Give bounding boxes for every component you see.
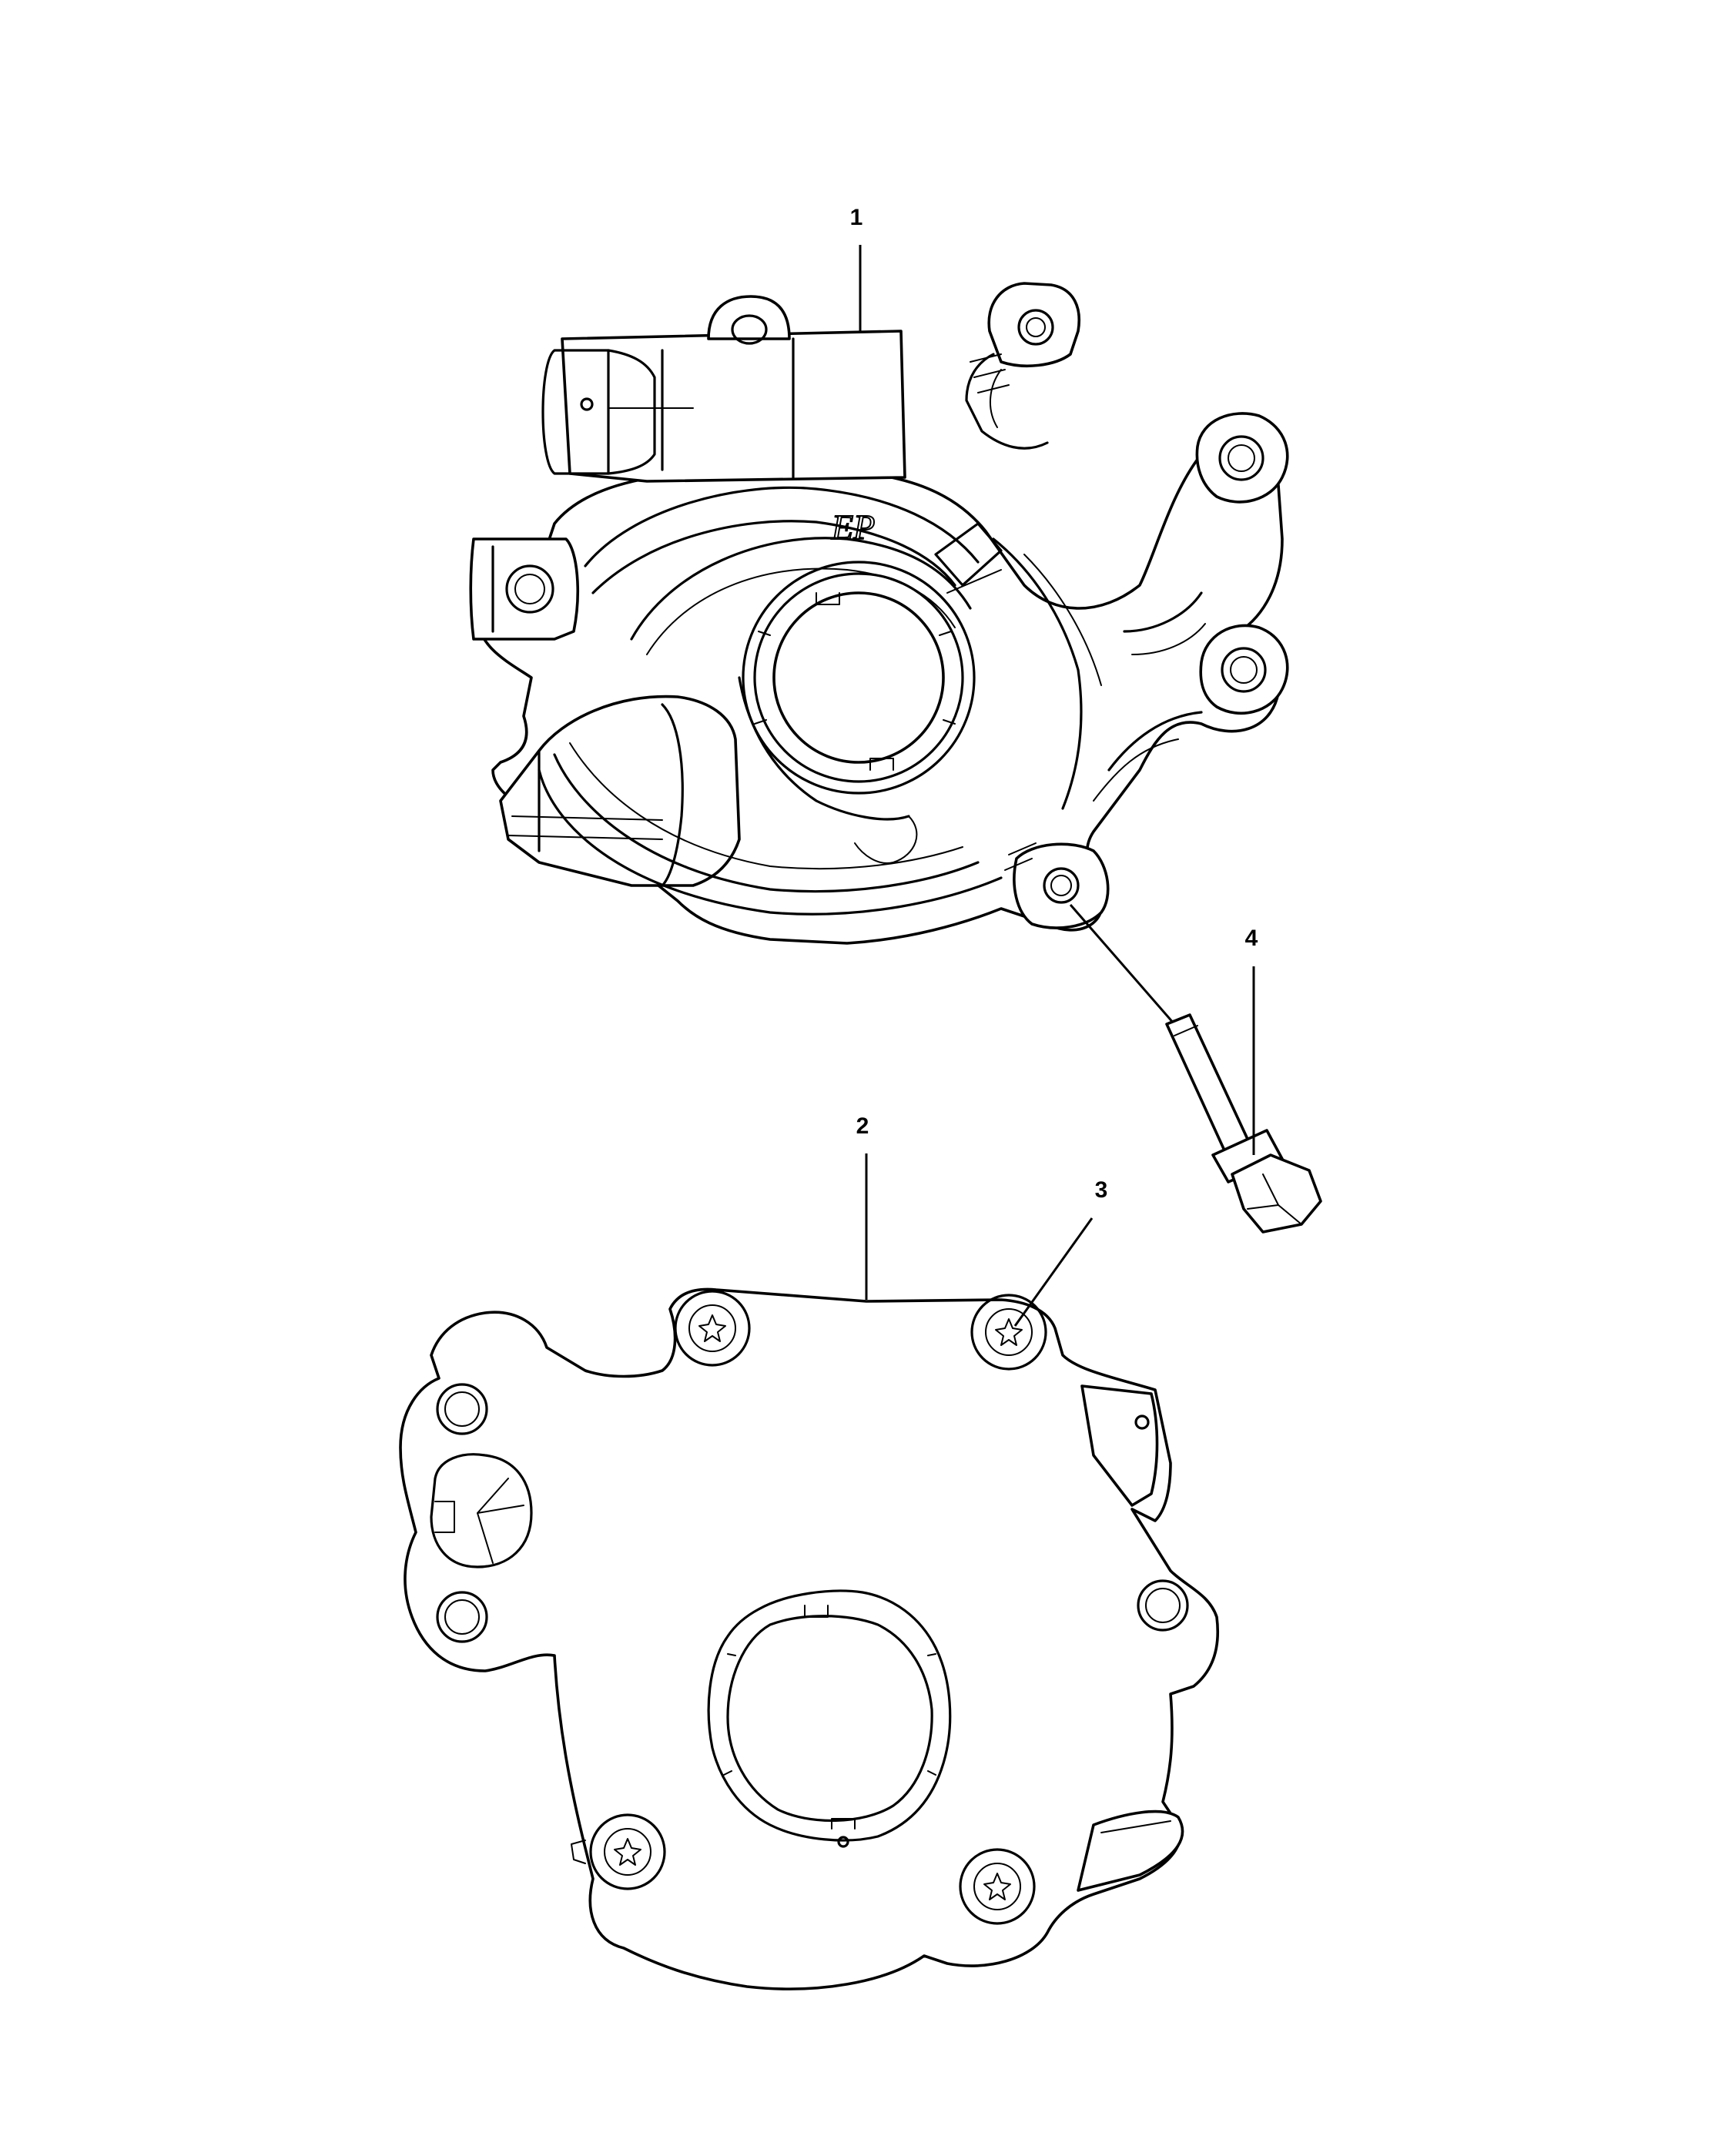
callout-label: 2	[856, 1113, 869, 1139]
callout-3: 3	[1013, 1177, 1108, 1327]
bolt	[1069, 904, 1322, 1234]
callout-label: 1	[850, 205, 863, 230]
pump-cover-plate	[399, 1287, 1220, 1990]
emblem-text: EP	[831, 507, 875, 547]
oil-pump-body: EP	[469, 282, 1289, 945]
callout-4: 4	[1245, 926, 1258, 1155]
callout-label: 3	[1095, 1177, 1108, 1203]
callout-1: 1	[850, 205, 863, 331]
callout-2: 2	[856, 1113, 869, 1300]
callout-label: 4	[1245, 926, 1258, 951]
